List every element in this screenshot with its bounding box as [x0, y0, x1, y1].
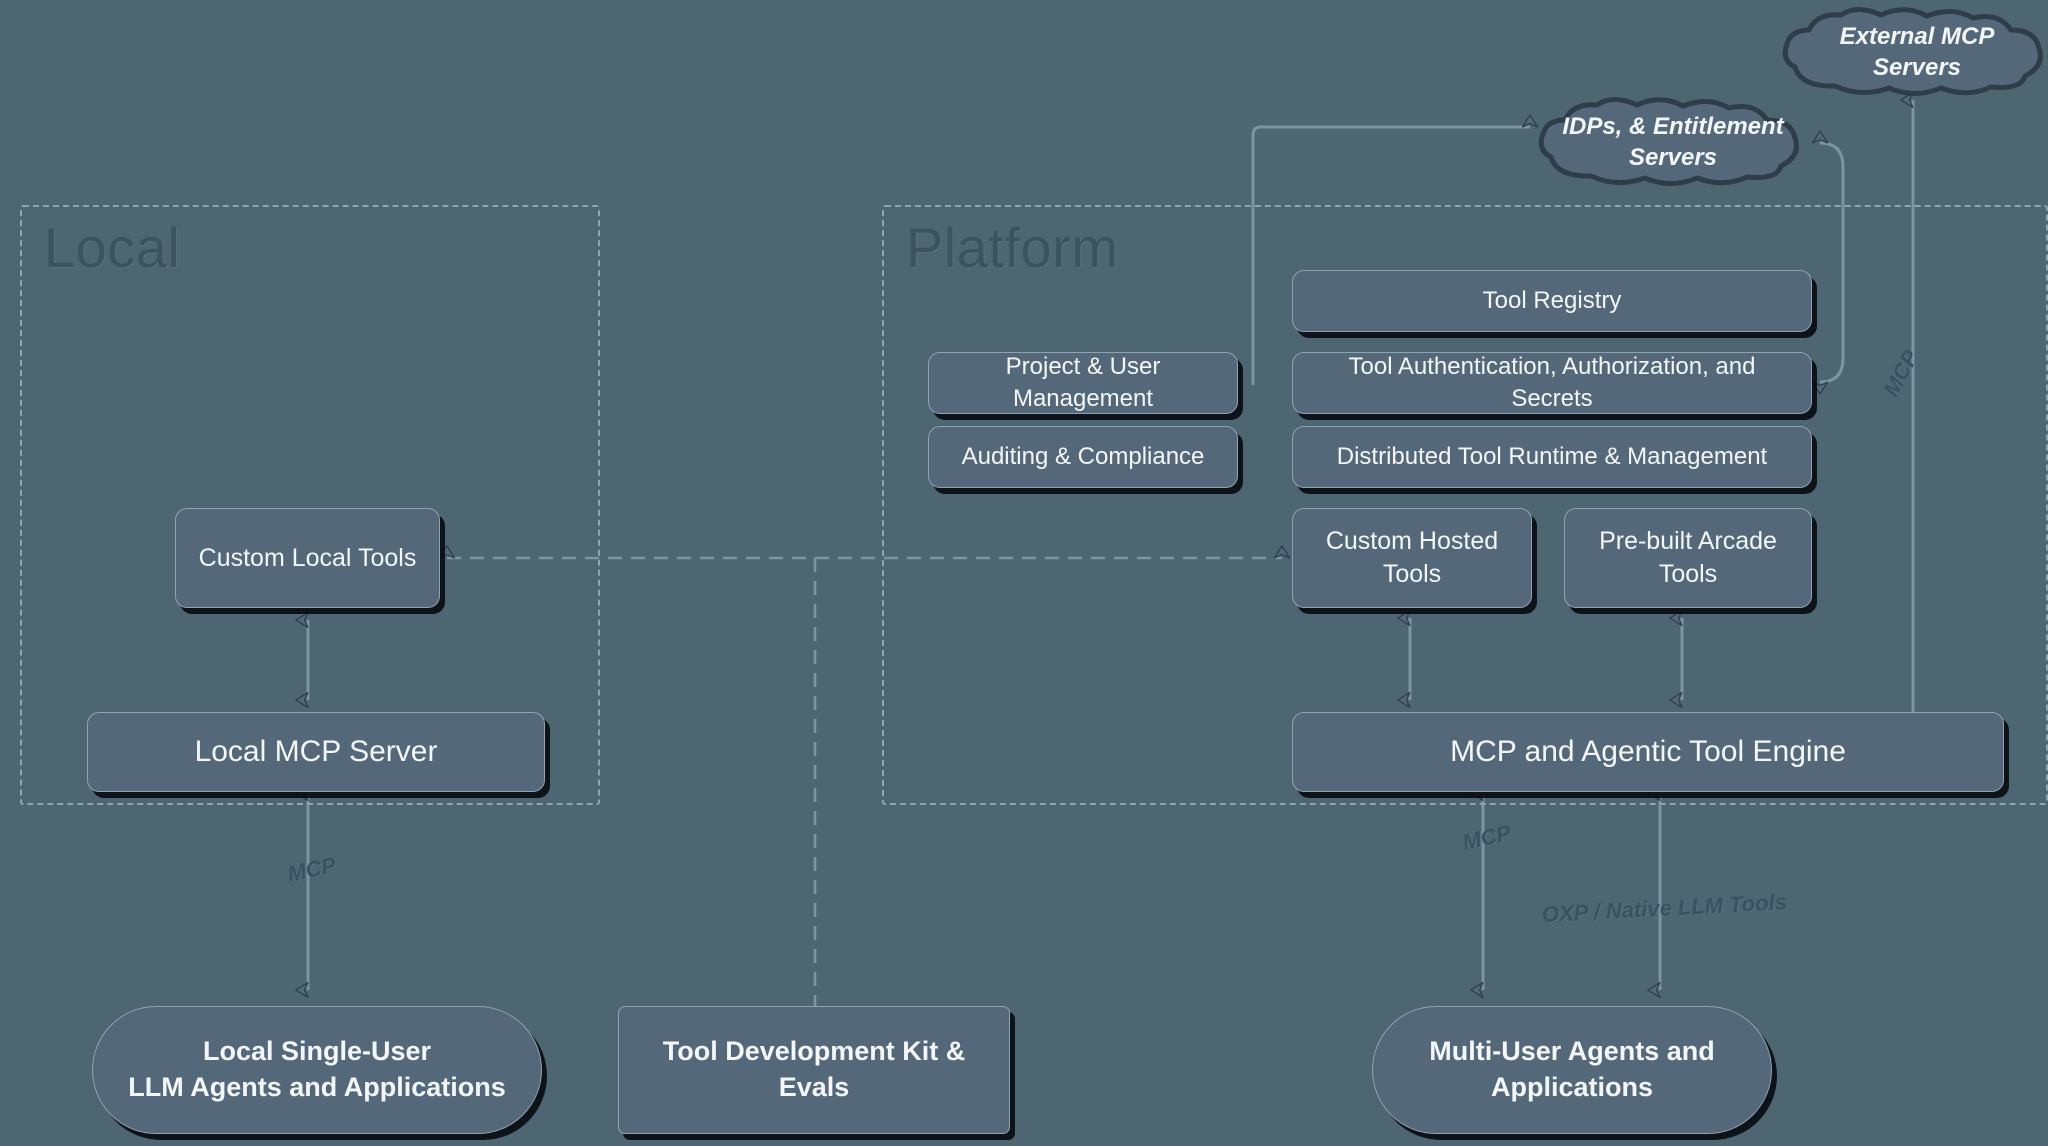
node-multi-user-agents[interactable]: Multi-User Agents and Applications	[1372, 1006, 1772, 1134]
node-tool-authentication[interactable]: Tool Authentication, Authorization, and …	[1292, 352, 1812, 414]
node-tool-registry[interactable]: Tool Registry	[1292, 270, 1812, 332]
node-distributed-tool-runtime[interactable]: Distributed Tool Runtime & Management	[1292, 426, 1812, 488]
edge-projectuser-idps	[1251, 127, 1530, 385]
node-custom-hosted-tools[interactable]: Custom Hosted Tools	[1292, 508, 1532, 608]
node-multi-user-agents-label-line1: Multi-User Agents and	[1429, 1036, 1715, 1067]
node-local-mcp-server[interactable]: Local MCP Server	[87, 712, 545, 792]
node-mcp-agentic-tool-engine[interactable]: MCP and Agentic Tool Engine	[1292, 712, 2004, 792]
cloud-external-mcp-servers[interactable]: External MCP Servers	[1772, 2, 2048, 102]
node-auditing-compliance-label: Auditing & Compliance	[961, 443, 1205, 471]
node-prebuilt-arcade-tools[interactable]: Pre-built Arcade Tools	[1564, 508, 1812, 608]
node-tool-development-kit[interactable]: Tool Development Kit & Evals	[618, 1006, 1010, 1134]
node-mcp-agentic-tool-engine-label: MCP and Agentic Tool Engine	[1450, 735, 1846, 769]
node-tool-authentication-label: Tool Authentication, Authorization, and …	[1348, 353, 1756, 412]
group-local	[20, 205, 600, 805]
node-multi-user-agents-label-line2: Applications	[1490, 1072, 1653, 1102]
node-custom-local-tools-label: Custom Local Tools	[198, 543, 417, 572]
node-custom-local-tools[interactable]: Custom Local Tools	[175, 508, 440, 608]
cloud-shape	[1782, 7, 2043, 96]
node-auditing-compliance[interactable]: Auditing & Compliance	[928, 426, 1238, 488]
cloud-idps-entitlement-servers[interactable]: IDPs, & Entitlement Servers	[1528, 92, 1818, 192]
cloud-shape	[1538, 97, 1799, 186]
node-tool-registry-label: Tool Registry	[1482, 287, 1622, 315]
node-local-agents[interactable]: Local Single-User LLM Agents and Applica…	[92, 1006, 542, 1134]
node-local-mcp-server-label: Local MCP Server	[194, 735, 438, 769]
group-platform	[882, 205, 2048, 805]
group-platform-title: Platform	[906, 216, 1119, 279]
edge-idps-toolauth	[1820, 143, 1845, 382]
node-tool-development-kit-label: Tool Development Kit & Evals	[662, 1036, 966, 1102]
node-project-user-management[interactable]: Project & User Management	[928, 352, 1238, 414]
node-custom-hosted-tools-label: Custom Hosted Tools	[1325, 527, 1499, 588]
group-local-title: Local	[44, 216, 181, 279]
node-distributed-tool-runtime-label: Distributed Tool Runtime & Management	[1336, 443, 1768, 471]
node-project-user-management-label: Project & User Management	[1005, 353, 1161, 412]
node-local-agents-label-line2: LLM Agents and Applications	[128, 1072, 506, 1102]
node-prebuilt-arcade-tools-label: Pre-built Arcade Tools	[1599, 527, 1777, 588]
node-local-agents-label-line1: Local Single-User	[202, 1036, 432, 1067]
